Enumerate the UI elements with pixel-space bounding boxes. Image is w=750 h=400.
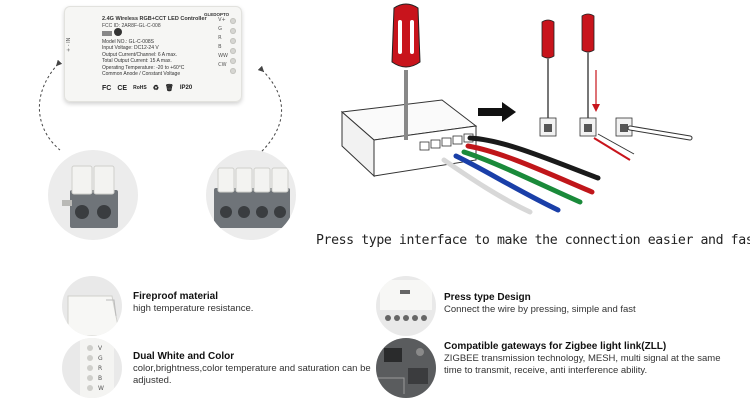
feature-description: high temperature resistance. (133, 303, 254, 314)
recycle-icon: ♻ (152, 85, 159, 92)
pin-label: V+ (218, 17, 226, 23)
feature-title: Dual White and Color (133, 351, 235, 362)
feature-description: ZIGBEE transmission technology, MESH, mu… (444, 353, 721, 376)
terminal-hole (230, 38, 236, 44)
spec-line: Operating Temperature: -20 to +60°C (102, 64, 185, 71)
press-type-design-photo (376, 276, 436, 336)
output-pin-labels: V+ G R B WW CW (218, 17, 228, 68)
svg-text:G: G (98, 355, 103, 362)
pin-label: R (218, 35, 222, 41)
feature-title: Press type Design (444, 292, 531, 303)
terminal-hole (230, 28, 236, 34)
pairing-badge (102, 31, 112, 36)
terminal-holes (230, 18, 236, 74)
spec-line: Common Anode / Constant Voltage (102, 71, 181, 78)
svg-text:W: W (98, 385, 104, 392)
terminal-hole (230, 48, 236, 54)
controller-title: 2.4G Wireless RGB+CCT LED Controller (102, 16, 207, 22)
pin-label: WW (218, 53, 228, 59)
controller-fcc-id: FCC ID: 2AR8F-GL-C-008 (102, 23, 161, 29)
arrow-right-icon (257, 65, 283, 156)
feature-title: Fireproof material (133, 291, 219, 302)
bin-icon: 🗑 (164, 85, 174, 92)
svg-text:B: B (98, 375, 102, 382)
small-screwdriver-icon (579, 13, 635, 161)
controller-product-image: + - IN GLEDOPTO 2.4G Wireless RGB+CCT LE… (64, 6, 242, 102)
press-interface-caption: Press type interface to make the connect… (316, 233, 750, 248)
spec-line: Input Voltage: DC12-24 V (102, 45, 159, 52)
controller-box-drawing (340, 99, 478, 178)
spec-line: Total Output Current: 15 A max. (102, 58, 172, 65)
svg-text:R: R (98, 365, 102, 372)
terminal-closeup-photo-2pin (48, 150, 138, 240)
pin-label: G (218, 26, 222, 32)
small-screwdriver-icon (539, 19, 557, 137)
fireproof-material-photo (62, 276, 122, 336)
feature-description: color,brightness,color temperature and s… (133, 363, 371, 386)
zigbee-circuit-board-photo (376, 338, 436, 398)
ip-rating: IP20 (179, 85, 193, 91)
pin-label: B (218, 44, 222, 50)
spec-line: Model NO.: GL-C-008S (102, 39, 154, 45)
ce-mark-icon: CE (117, 84, 128, 92)
brand-logo: GLEDOPTO (204, 12, 230, 17)
screwdriver-icon (391, 3, 421, 140)
spec-line: Output Current/Channel: 6 A max. (102, 51, 178, 58)
fcc-mark-icon: FC (102, 84, 112, 92)
colored-wires (441, 135, 601, 215)
dual-white-color-photo: V G R B W (62, 338, 122, 398)
arrow-left-icon (38, 59, 63, 151)
rohs-mark-icon: RoHS (133, 85, 147, 91)
press-type-illustration (340, 3, 693, 215)
svg-text:V: V (98, 345, 103, 352)
controller-specs: Model NO.: GL-C-008S Input Voltage: DC12… (102, 39, 184, 77)
terminal-hole (230, 18, 236, 24)
controller-input-label: + - IN (66, 37, 72, 52)
pin-label: CW (218, 62, 227, 68)
certification-marks: FC CE RoHS ♻ 🗑 IP20 (102, 84, 193, 93)
terminal-hole (230, 68, 236, 74)
feature-description: Connect the wire by pressing, simple and… (444, 304, 636, 315)
connected-terminal-drawing (615, 117, 693, 141)
feature-title: Compatible gateways for Zigbee light lin… (444, 341, 667, 352)
right-arrow-icon (478, 102, 516, 122)
terminal-hole (230, 58, 236, 64)
pair-button-icon (114, 28, 122, 36)
terminal-closeup-photo-4pin (206, 150, 296, 240)
